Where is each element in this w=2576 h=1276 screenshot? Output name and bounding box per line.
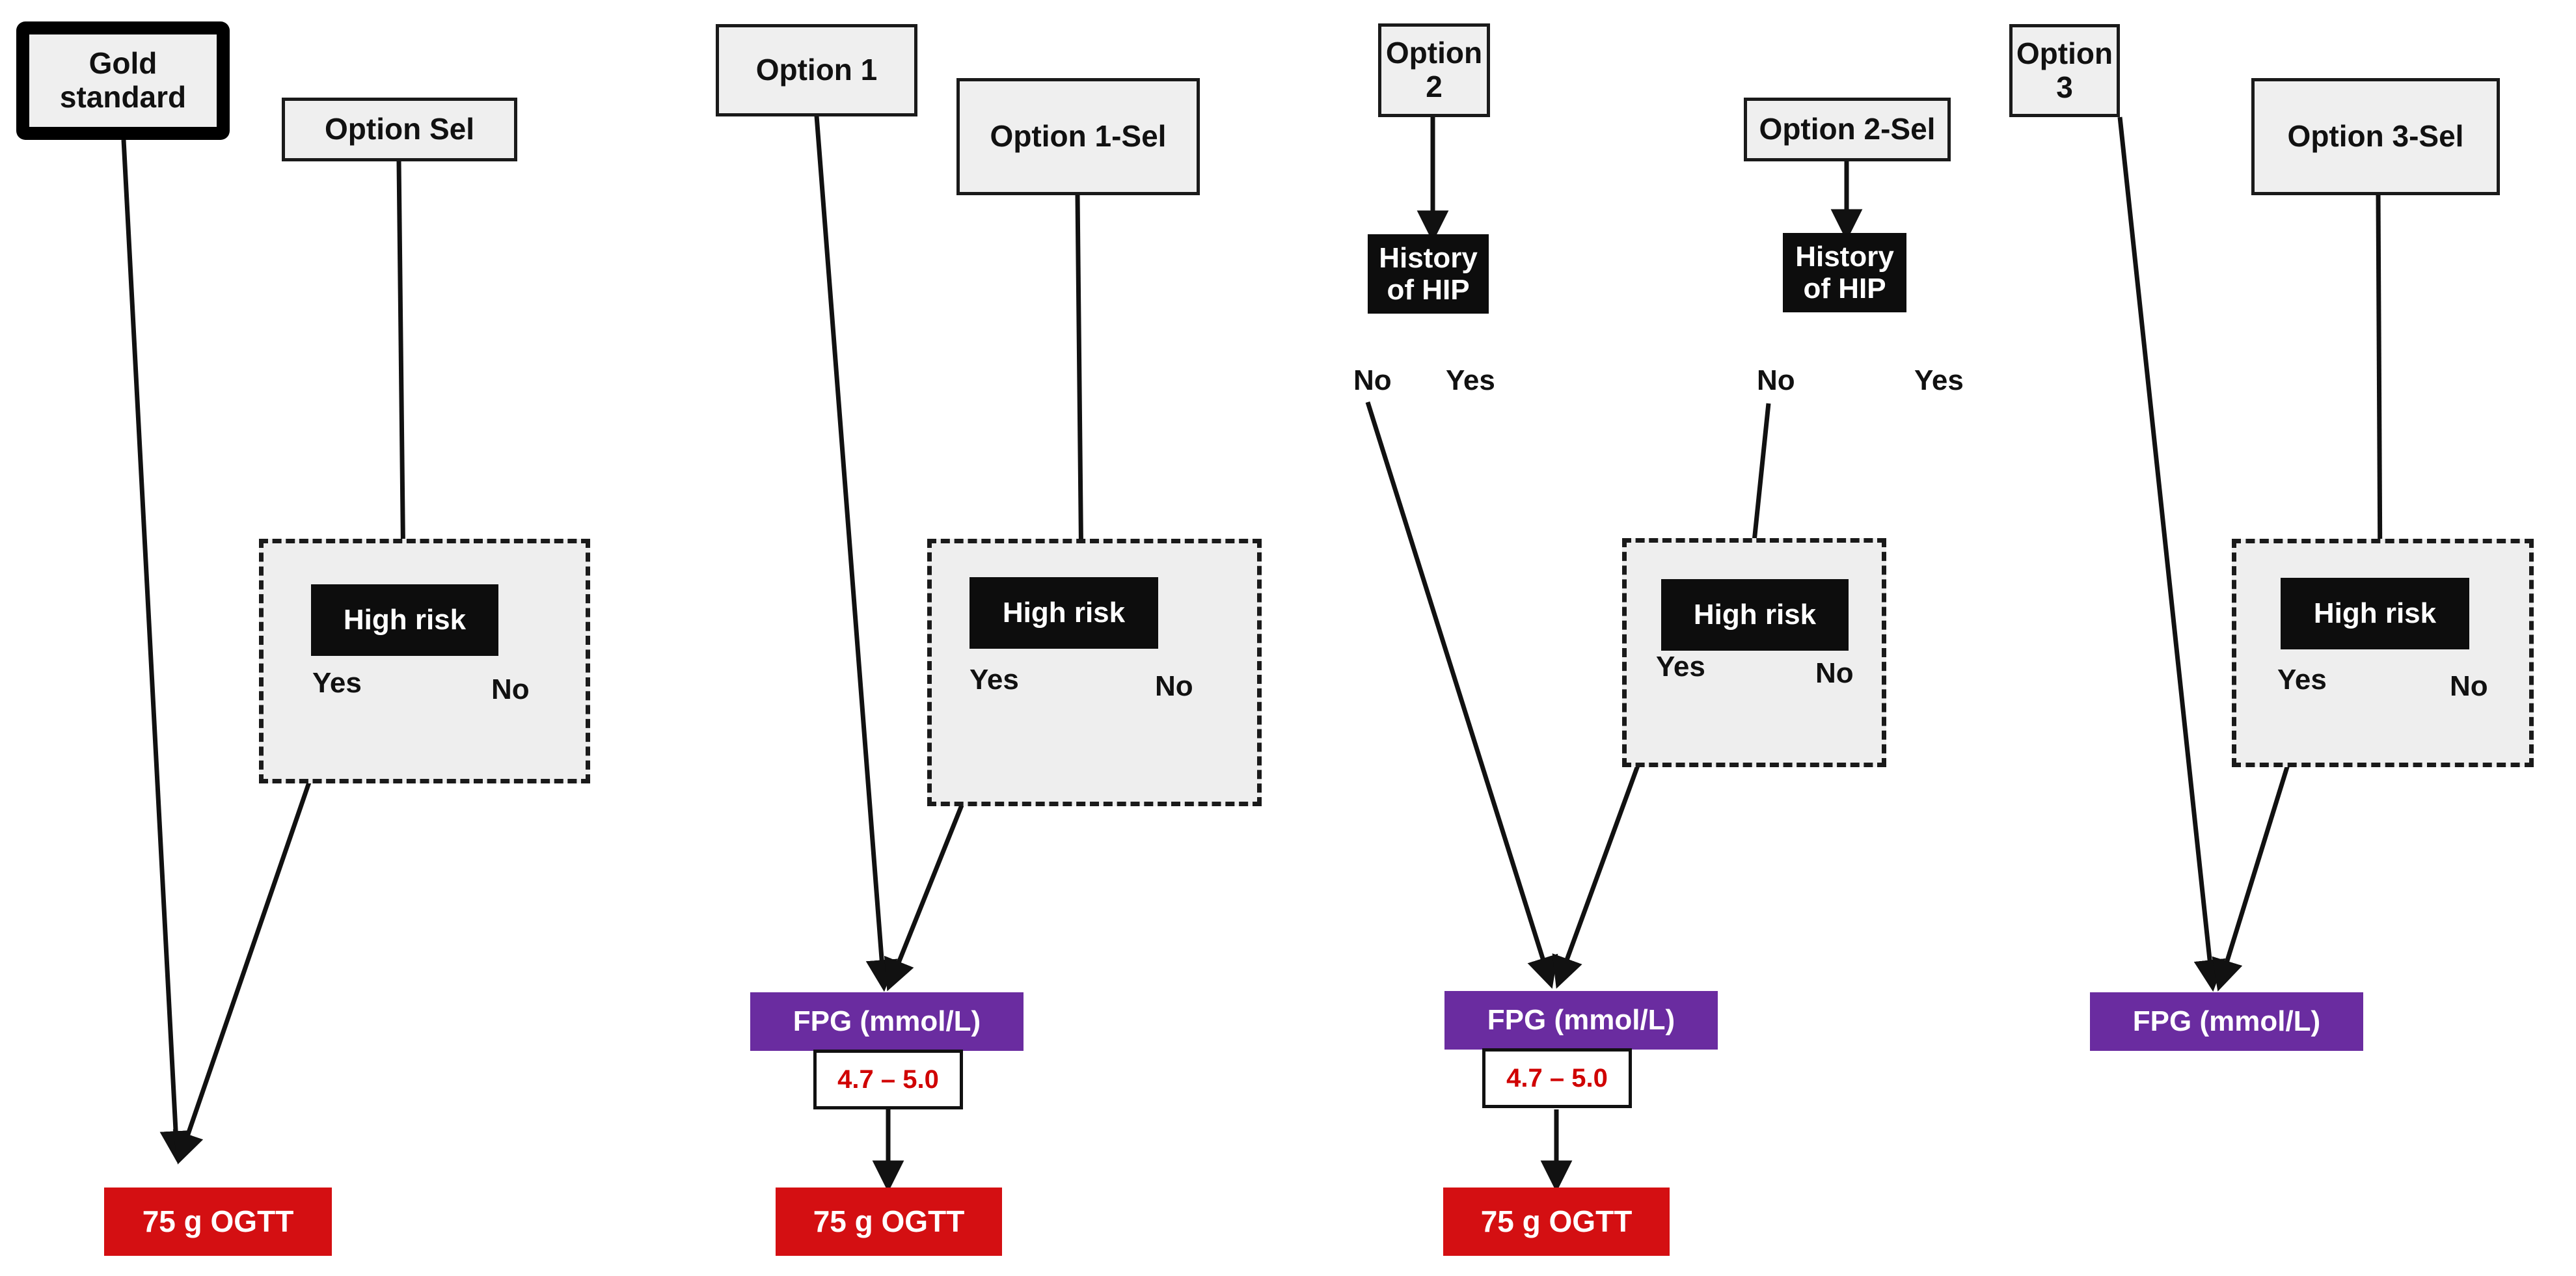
node-option-sel[interactable]: Option Sel bbox=[282, 98, 517, 161]
group-high-risk-option-2 bbox=[1622, 538, 1886, 767]
node-ogtt-option-2[interactable]: 75 g OGTT bbox=[1443, 1188, 1670, 1256]
node-high-risk-gold-standard[interactable]: High risk bbox=[311, 584, 498, 656]
branch-label-no-gold-standard: No bbox=[491, 673, 530, 705]
group-high-risk-gold-standard bbox=[259, 539, 590, 783]
node-fpg-option-3[interactable]: FPG (mmol/L) bbox=[2090, 992, 2363, 1051]
node-ogtt-option-1[interactable]: 75 g OGTT bbox=[776, 1188, 1002, 1256]
branch-label-yes-gold-standard: Yes bbox=[312, 667, 362, 699]
node-high-risk-option-2[interactable]: High risk bbox=[1661, 579, 1849, 651]
node-fpg-value-option-1[interactable]: 4.7 – 5.0 bbox=[813, 1050, 963, 1109]
node-high-risk-option-1[interactable]: High risk bbox=[969, 577, 1158, 649]
node-history-of-hip-option-2[interactable]: History of HIP bbox=[1368, 234, 1489, 314]
node-fpg-option-1[interactable]: FPG (mmol/L) bbox=[750, 992, 1024, 1051]
node-ogtt-gold-standard[interactable]: 75 g OGTT bbox=[104, 1188, 332, 1256]
node-gold-standard[interactable]: Gold standard bbox=[16, 21, 230, 140]
node-option-2-sel[interactable]: Option 2-Sel bbox=[1744, 98, 1951, 161]
branch-label-no-history-option-2-sel: No bbox=[1757, 364, 1795, 396]
edge-option-3-to-fpg bbox=[2117, 116, 2226, 992]
edge-option-3-sel-to-high-risk bbox=[2364, 195, 2396, 586]
edge-option-sel-to-high-risk bbox=[387, 161, 420, 586]
node-high-risk-option-3[interactable]: High risk bbox=[2281, 578, 2469, 649]
node-option-3[interactable]: Option 3 bbox=[2009, 24, 2120, 117]
edge-history-no-to-fpg bbox=[1365, 401, 1558, 989]
branch-label-no-option-1: No bbox=[1155, 670, 1193, 702]
node-option-2[interactable]: Option 2 bbox=[1378, 23, 1490, 117]
branch-label-yes-history-option-2-sel: Yes bbox=[1914, 364, 1964, 396]
branch-label-no-option-2: No bbox=[1815, 657, 1854, 689]
node-history-of-hip-option-2-sel[interactable]: History of HIP bbox=[1783, 233, 1906, 312]
group-high-risk-option-3 bbox=[2232, 539, 2534, 767]
node-fpg-option-2[interactable]: FPG (mmol/L) bbox=[1444, 991, 1718, 1050]
branch-label-yes-option-2: Yes bbox=[1656, 651, 1705, 683]
node-option-1-sel[interactable]: Option 1-Sel bbox=[956, 78, 1200, 195]
branch-label-no-option-3: No bbox=[2450, 670, 2488, 702]
node-option-1[interactable]: Option 1 bbox=[716, 24, 917, 116]
edge-option-1-to-fpg bbox=[814, 115, 898, 992]
branch-label-yes-history-option-2: Yes bbox=[1446, 364, 1495, 396]
edge-gold-standard-to-ogtt bbox=[121, 139, 192, 1163]
node-fpg-value-option-2[interactable]: 4.7 – 5.0 bbox=[1482, 1048, 1632, 1108]
node-option-3-sel[interactable]: Option 3-Sel bbox=[2251, 78, 2500, 195]
edge-option-1-sel-to-high-risk bbox=[1065, 195, 1098, 586]
branch-label-no-history-option-2: No bbox=[1353, 364, 1392, 396]
branch-label-yes-option-3: Yes bbox=[2277, 664, 2327, 696]
branch-label-yes-option-1: Yes bbox=[969, 664, 1019, 696]
